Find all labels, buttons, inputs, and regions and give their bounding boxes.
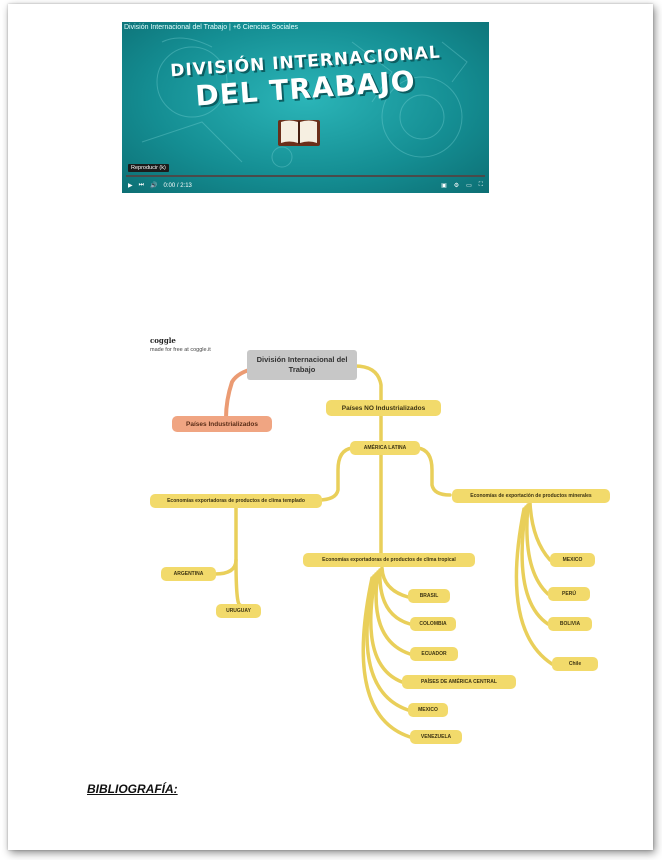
node-america-latina: AMÉRICA LATINA xyxy=(350,441,420,455)
video-background-doodles xyxy=(141,37,468,168)
subtitles-icon[interactable]: ▣ xyxy=(441,183,447,189)
node-country-mineral: Chile xyxy=(552,657,598,671)
play-icon[interactable]: ▶ xyxy=(128,183,133,189)
node-country-temperate: URUGUAY xyxy=(216,604,261,618)
node-country-tropical: MEXICO xyxy=(408,703,448,717)
book-icon xyxy=(278,120,320,146)
node-country-tropical: PAÍSES DE AMÉRICA CENTRAL xyxy=(402,675,516,689)
fullscreen-icon[interactable]: ⛶ xyxy=(478,182,483,188)
node-temperate: Economías exportadoras de productos de c… xyxy=(150,494,322,508)
coggle-tagline: made for free at coggle.it xyxy=(150,347,211,353)
cast-icon[interactable]: ▭ xyxy=(466,183,472,189)
node-non-industrialized: Países NO Industrializados xyxy=(326,400,441,416)
node-industrialized: Países Industrializados xyxy=(172,416,272,432)
node-country-tropical: BRASIL xyxy=(408,589,450,603)
video-time: 0:00 / 2:13 xyxy=(163,182,192,189)
mindmap-root-node: División Internacional del Trabajo xyxy=(247,350,357,380)
video-controls: ▶ ⏭ 🔊 0:00 / 2:13 ▣ ⚙ ▭ ⛶ xyxy=(122,178,489,193)
node-country-tropical: COLOMBIA xyxy=(410,617,456,631)
node-country-temperate: ARGENTINA xyxy=(161,567,216,581)
node-country-mineral: PERÚ xyxy=(548,587,590,601)
video-progress-bar[interactable] xyxy=(126,175,485,177)
node-tropical: Economías exportadoras de productos de c… xyxy=(303,553,475,567)
next-icon[interactable]: ⏭ xyxy=(138,182,145,188)
coggle-logo: coggle xyxy=(150,336,176,345)
node-country-tropical: ECUADOR xyxy=(410,647,458,661)
node-country-mineral: BOLIVIA xyxy=(548,617,592,631)
chapter-chip: Reproducir (k) xyxy=(128,164,169,172)
node-country-tropical: VENEZUELA xyxy=(410,730,462,744)
volume-icon[interactable]: 🔊 xyxy=(150,183,158,189)
node-country-mineral: MEXICO xyxy=(550,553,595,567)
settings-icon[interactable]: ⚙ xyxy=(453,183,460,189)
video-player[interactable]: División Internacional del Trabajo | +6 … xyxy=(122,22,489,193)
node-mineral: Economías de exportación de productos mi… xyxy=(452,489,610,503)
bibliography-heading: BIBLIOGRAFÍA: xyxy=(87,782,178,796)
video-title[interactable]: División Internacional del Trabajo | +6 … xyxy=(124,24,298,31)
